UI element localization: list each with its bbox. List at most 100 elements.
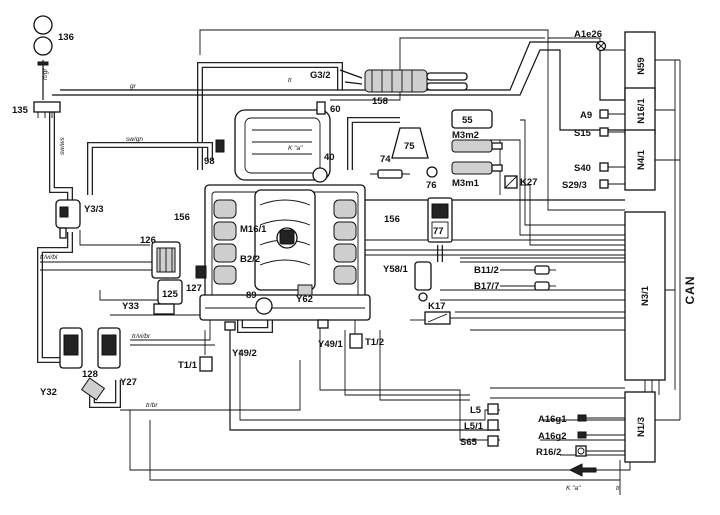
wire-label-tr-vi-br: tr/vi/br [132, 333, 151, 340]
label-y27: Y27 [120, 377, 137, 388]
label-89: 89 [246, 290, 257, 301]
component-g3-2 [339, 69, 363, 85]
component-y62 [297, 284, 313, 296]
wire-label-tr-vi-bl: tr/vi/bl [40, 254, 58, 261]
label-156-left: 156 [174, 212, 190, 223]
engine-block [199, 109, 371, 321]
wire-label-tr-br: tr/br [146, 402, 158, 409]
component-a9 [599, 109, 609, 119]
wire-label-gr: gr [130, 83, 137, 90]
wire-label-rt-gr: rt/gr [42, 68, 49, 80]
label-r16-2: R16/2 [536, 447, 561, 458]
control-unit-n4-1 [624, 129, 656, 191]
label-40: 40 [324, 152, 335, 163]
label-can: CAN [683, 276, 697, 305]
component-135 [33, 101, 61, 118]
component-l5-1 [487, 419, 499, 431]
label-74: 74 [380, 154, 391, 165]
lamp-icon [595, 40, 607, 52]
wire-label-sw-ws: sw/ws [59, 137, 66, 155]
component-127 [195, 265, 207, 279]
control-unit-n3-1 [624, 211, 666, 381]
label-n1-3: N1/3 [636, 417, 647, 437]
label-s15: S15 [574, 128, 592, 139]
label-t1-2: T1/2 [365, 337, 384, 348]
label-t1-1: T1/1 [178, 360, 198, 371]
label-k27: K27 [520, 177, 537, 188]
label-136: 136 [58, 32, 74, 43]
component-b17-7 [534, 281, 556, 291]
component-128 [80, 377, 106, 401]
labels: 136 135 158 G3/2 60 40 74 75 76 77 55 M3… [12, 29, 697, 492]
label-a9: A9 [580, 110, 592, 121]
label-k17: K17 [428, 301, 445, 312]
wire-labels: rt/gr gr tr sw/gn sw/ws tr/vi/bl tr/vi/b… [40, 68, 621, 492]
label-l5: L5 [470, 405, 482, 416]
label-98: 98 [204, 156, 215, 167]
label-55: 55 [462, 115, 473, 126]
control-unit-n16-1 [624, 87, 656, 135]
component-126 [151, 241, 181, 279]
wire-label-sw-gn: sw/gn [126, 136, 143, 143]
component-k17 [424, 311, 451, 325]
component-y27 [97, 327, 121, 369]
component-m3m1 [451, 161, 503, 175]
label-n4-1: N4/1 [636, 149, 647, 170]
label-76: 76 [426, 180, 437, 191]
label-158: 158 [372, 96, 388, 107]
label-n59: N59 [636, 57, 647, 74]
label-k-a-engine: K "a" [288, 145, 303, 152]
component-y58-1 [414, 261, 432, 302]
label-y49-2: Y49/2 [232, 348, 257, 359]
component-77 [427, 197, 453, 243]
component-y32 [59, 327, 83, 369]
component-s29-3 [599, 179, 609, 189]
label-b17-7: B17/7 [474, 281, 499, 292]
label-s29-3: S29/3 [562, 180, 587, 191]
component-y33 [153, 303, 175, 315]
label-135: 135 [12, 105, 29, 116]
control-unit-n1-3 [624, 391, 656, 463]
label-125: 125 [162, 289, 179, 300]
component-t1-2 [349, 333, 363, 349]
component-40 [312, 167, 328, 183]
label-60: 60 [330, 104, 341, 115]
label-a16g2: A16g2 [538, 431, 567, 442]
label-y33: Y33 [122, 301, 139, 312]
component-136 [33, 15, 53, 66]
label-l5-1: L5/1 [464, 421, 484, 432]
label-127: 127 [186, 283, 202, 294]
label-128: 128 [82, 369, 98, 380]
component-t1-1 [199, 356, 213, 372]
label-a16g1: A16g1 [538, 414, 567, 425]
component-s65 [487, 435, 499, 447]
component-75 [391, 127, 429, 159]
component-98 [215, 139, 225, 153]
label-g3-2: G3/2 [310, 70, 331, 81]
component-s40 [599, 162, 609, 172]
label-b2-2: B2/2 [240, 254, 260, 265]
component-y3-3 [55, 199, 81, 239]
label-k-a: K "a" [566, 485, 581, 492]
component-k27 [504, 175, 518, 189]
component-a16g1 [577, 414, 587, 422]
label-y3-3: Y3/3 [84, 204, 104, 215]
component-y49-2 [224, 321, 236, 331]
arrow-left-icon [568, 463, 597, 477]
component-89 [255, 297, 273, 315]
component-76 [426, 166, 438, 178]
component-y49-1 [317, 319, 329, 329]
component-a16g2 [577, 431, 587, 439]
component-m3m2 [451, 139, 503, 153]
component-74 [370, 169, 410, 179]
label-m3m2: M3m2 [452, 130, 479, 141]
label-n16-1: N16/1 [636, 98, 647, 124]
label-a1e26: A1e26 [574, 29, 602, 40]
component-l5 [487, 403, 499, 415]
wire-label-tr-top: tr [288, 77, 293, 84]
label-n3-1: N3/1 [640, 285, 651, 306]
label-m16-1: M16/1 [240, 224, 267, 235]
label-s65: S65 [460, 437, 478, 448]
component-60 [316, 101, 326, 115]
